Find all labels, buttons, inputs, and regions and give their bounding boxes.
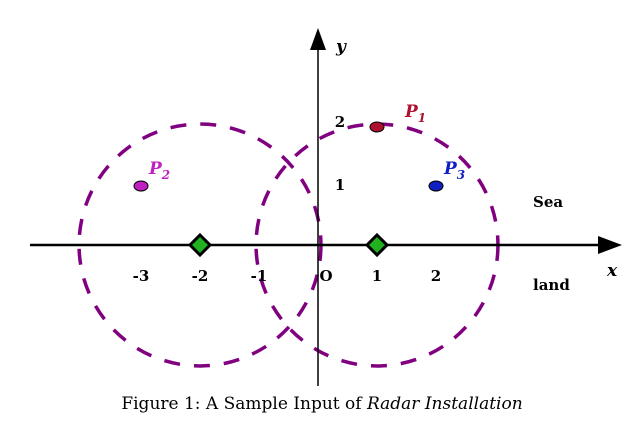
y-axis-arrow <box>310 28 326 50</box>
island-point <box>369 121 385 133</box>
x-tick-label: -1 <box>251 267 268 285</box>
caption-title: Radar Installation <box>366 394 523 414</box>
radar-diamond <box>364 232 390 258</box>
sea-label: Sea <box>533 193 563 211</box>
island-point <box>428 180 444 192</box>
island-label: P2 <box>148 159 170 182</box>
x-axis-label: x <box>606 261 618 281</box>
x-axis-arrow <box>598 236 622 254</box>
x-tick-label: -3 <box>133 267 150 285</box>
y-tick-label: 1 <box>335 176 345 194</box>
island-label-index: 3 <box>457 168 465 182</box>
radar-diamond <box>187 232 213 258</box>
island-label-index: 2 <box>161 168 170 182</box>
y-axis-label: y <box>335 37 347 57</box>
land-label: land <box>533 276 570 294</box>
x-tick-label: O <box>319 267 332 285</box>
island-label-index: 1 <box>418 111 426 125</box>
x-tick-label: 2 <box>431 267 441 285</box>
island-point <box>133 180 149 192</box>
x-tick-label: -2 <box>192 267 209 285</box>
island-label: P1 <box>404 102 426 125</box>
caption-prefix: Figure 1: A Sample Input of <box>121 394 367 414</box>
x-tick-label: 1 <box>372 267 382 285</box>
island-label: P3 <box>443 159 465 182</box>
y-tick-label: 2 <box>335 113 345 131</box>
figure-caption: Figure 1: A Sample Input of Radar Instal… <box>0 394 644 414</box>
